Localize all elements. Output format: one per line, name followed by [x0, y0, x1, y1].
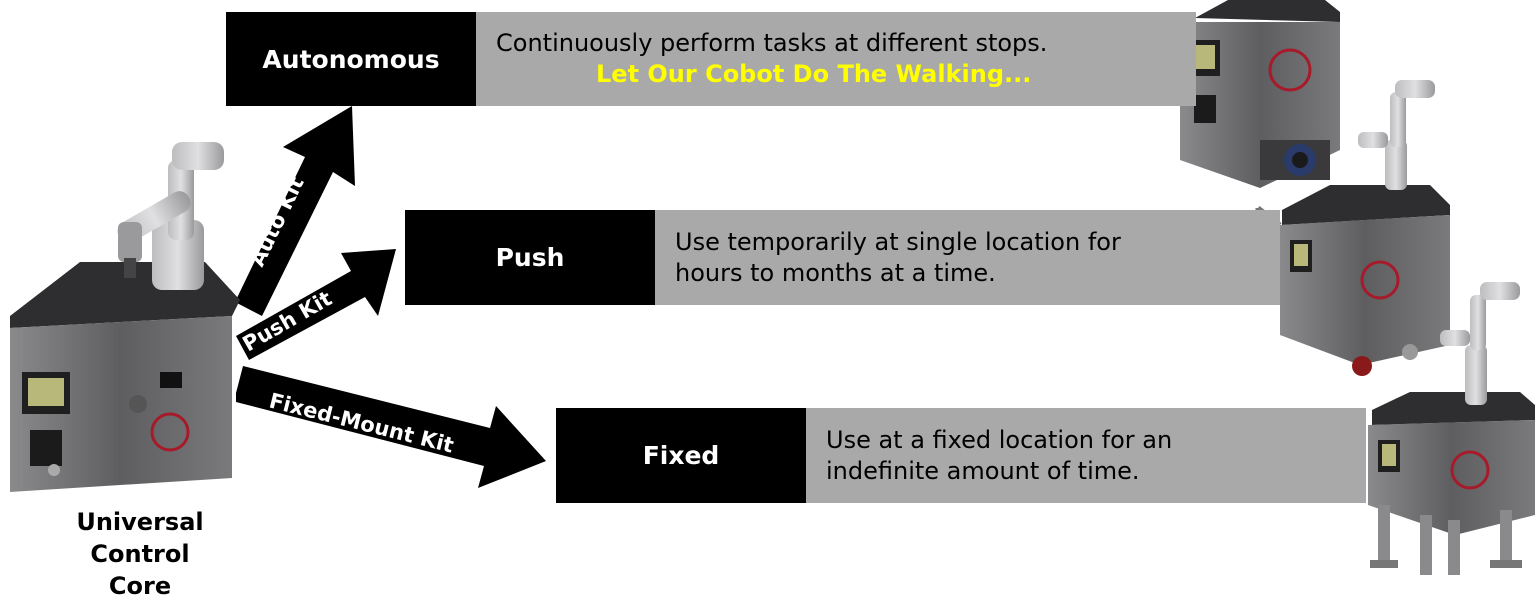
- autonomous-title: Autonomous: [262, 44, 440, 74]
- autonomous-robot: [1180, 0, 1340, 188]
- fixed-description-line1: Use at a fixed location for an: [826, 425, 1173, 454]
- arrow-auto-kit: [235, 106, 355, 316]
- autonomous-description-box: Continuously perform tasks at different …: [476, 12, 1196, 106]
- core-label-line2: Control Core: [90, 540, 190, 600]
- push-description-line1: Use temporarily at single location for: [675, 227, 1121, 256]
- fixed-title: Fixed: [642, 441, 720, 470]
- fixed-description-line2: indefinite amount of time.: [826, 456, 1140, 485]
- diagram-canvas: Auto Kit Push Kit Fixed-Mount Kit: [10, 0, 1535, 575]
- arrow-push-kit: [236, 249, 396, 360]
- arrow-fixed-mount-kit: [236, 366, 546, 488]
- autonomous-highlight: Let Our Cobot Do The Walking...: [596, 60, 1032, 88]
- autonomous-title-box: Autonomous: [226, 12, 476, 106]
- universal-control-core-label: Universal Control Core: [60, 506, 220, 602]
- push-title: Push: [495, 243, 565, 272]
- fixed-robot: [1368, 282, 1535, 575]
- autonomous-description: Continuously perform tasks at different …: [496, 29, 1048, 57]
- push-description-box: Use temporarily at single location for h…: [655, 210, 1280, 305]
- fixed-description-box: Use at a fixed location for an indefinit…: [806, 408, 1366, 503]
- push-robot: [1255, 80, 1450, 376]
- push-title-box: Push: [405, 210, 655, 305]
- universal-core-robot: [10, 142, 240, 492]
- fixed-title-box: Fixed: [556, 408, 806, 503]
- core-label-line1: Universal: [76, 508, 204, 536]
- push-description-line2: hours to months at a time.: [675, 258, 996, 287]
